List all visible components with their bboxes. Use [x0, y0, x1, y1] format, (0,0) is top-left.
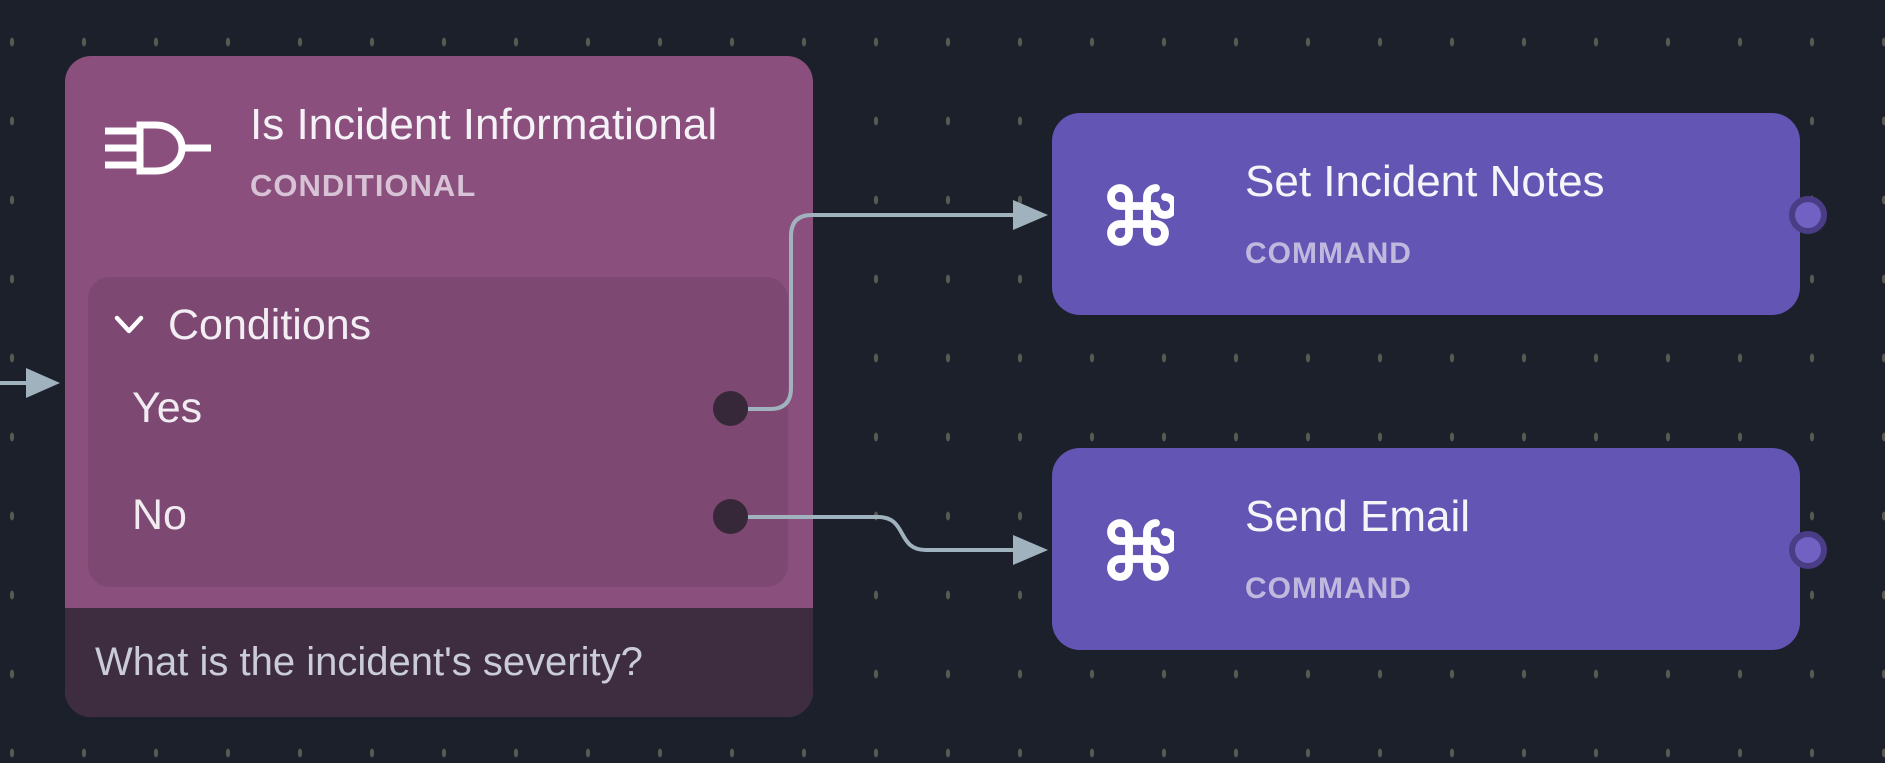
- node-title: Send Email: [1245, 492, 1471, 541]
- node-type-badge: COMMAND: [1245, 237, 1412, 270]
- node-send-email[interactable]: Send Email COMMAND: [1052, 448, 1827, 650]
- logic-gate-icon: [105, 121, 211, 175]
- node-type-badge: COMMAND: [1245, 572, 1412, 605]
- chevron-down-icon[interactable]: [114, 315, 144, 335]
- node-title: Set Incident Notes: [1245, 157, 1605, 206]
- branch-label-yes: Yes: [132, 384, 203, 432]
- conditions-panel: Conditions Yes No: [88, 277, 788, 587]
- output-port[interactable]: [1789, 531, 1827, 569]
- branch-port-yes[interactable]: [713, 391, 748, 426]
- output-port[interactable]: [1789, 196, 1827, 234]
- node-type-badge: CONDITIONAL: [250, 168, 477, 203]
- edge-input-to-conditional[interactable]: [0, 368, 60, 398]
- node-set-incident-notes[interactable]: Set Incident Notes COMMAND: [1052, 113, 1827, 315]
- branch-port-no[interactable]: [713, 499, 748, 534]
- arrowhead-icon: [26, 368, 60, 398]
- conditions-section-label[interactable]: Conditions: [168, 301, 372, 349]
- command-icon: [1107, 184, 1174, 246]
- branch-label-no: No: [132, 491, 187, 539]
- arrowhead-icon: [1013, 200, 1048, 230]
- arrowhead-icon: [1013, 535, 1048, 565]
- node-description-footer: What is the incident's severity?: [65, 608, 813, 717]
- command-icon: [1107, 519, 1174, 581]
- node-conditional[interactable]: Is Incident Informational CONDITIONAL Co…: [65, 56, 813, 717]
- node-title: Is Incident Informational: [250, 100, 718, 149]
- node-description: What is the incident's severity?: [95, 640, 643, 684]
